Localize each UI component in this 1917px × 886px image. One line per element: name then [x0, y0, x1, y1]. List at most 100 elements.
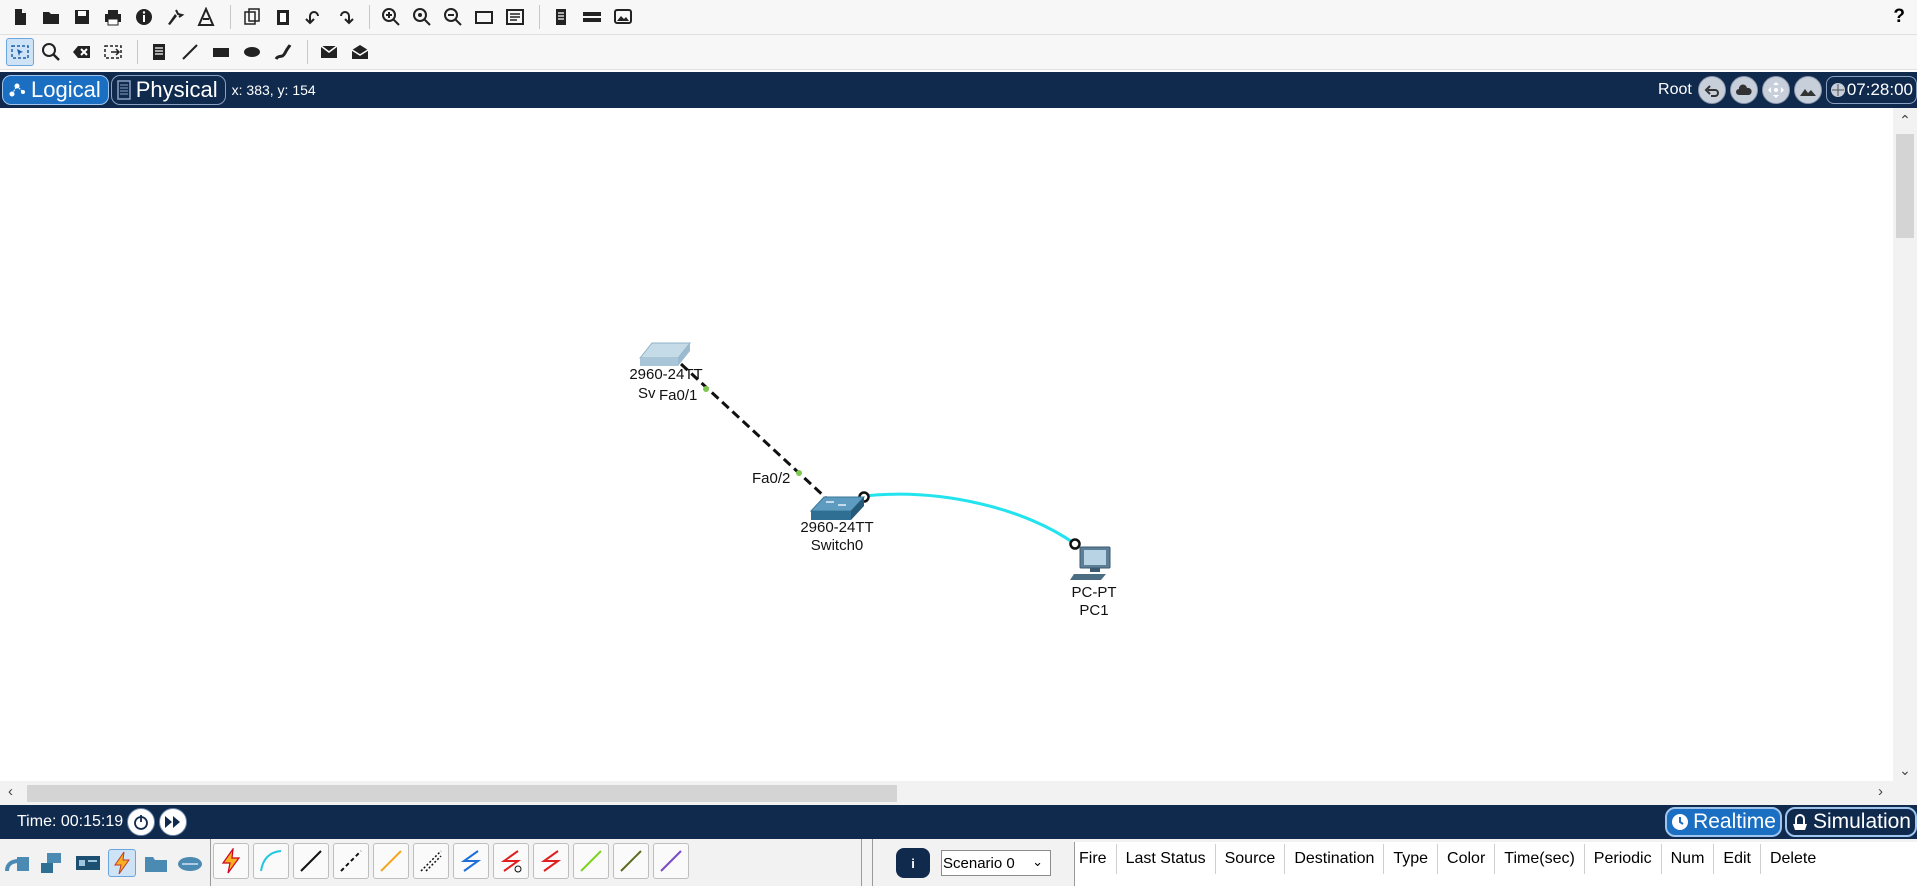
place-note-icon[interactable] — [145, 38, 173, 66]
zoom-reset-icon[interactable] — [408, 3, 436, 31]
scroll-down-icon[interactable]: ⌄ — [1899, 762, 1911, 778]
zoom-out-icon[interactable] — [439, 3, 467, 31]
switch-device-top[interactable] — [638, 342, 692, 366]
switch-device-switch0[interactable] — [809, 496, 866, 520]
realtime-clock-icon — [1672, 814, 1689, 830]
info-icon[interactable] — [130, 3, 158, 31]
network-devices-icon[interactable] — [4, 849, 32, 877]
pdu-col-edit: Edit — [1723, 850, 1751, 867]
select-icon[interactable] — [6, 38, 34, 66]
new-file-icon[interactable] — [6, 3, 34, 31]
paste-icon[interactable] — [269, 3, 297, 31]
port-label: Fa0/1 — [659, 387, 697, 404]
draw-line-icon[interactable] — [176, 38, 204, 66]
octal-cable-icon[interactable] — [573, 843, 609, 879]
scenario-info-button[interactable]: i — [896, 848, 930, 878]
fiber-icon[interactable] — [373, 843, 409, 879]
draw-ellipse-icon[interactable] — [238, 38, 266, 66]
tab-simulation[interactable]: Simulation — [1784, 807, 1917, 837]
cursor-coordinates: x: 383, y: 154 — [231, 82, 316, 98]
save-icon[interactable] — [68, 3, 96, 31]
resize-shape-icon[interactable] — [99, 38, 127, 66]
cluster-icon[interactable] — [578, 3, 606, 31]
move-object-icon[interactable] — [1761, 76, 1790, 104]
device-name-label: PC1 — [1079, 602, 1108, 619]
vertical-scroll-thumb[interactable] — [1896, 134, 1914, 238]
view-command-log-icon[interactable] — [547, 3, 575, 31]
scroll-up-icon[interactable]: ⌃ — [1899, 112, 1911, 128]
toolbar-divider — [230, 5, 231, 29]
physical-view-icon[interactable] — [609, 3, 637, 31]
phone-cable-icon[interactable] — [413, 843, 449, 879]
end-devices-icon[interactable] — [38, 849, 66, 877]
copy-icon[interactable] — [238, 3, 266, 31]
device-model-label: 2960-24TT — [800, 519, 873, 536]
scroll-right-icon[interactable]: › — [1878, 783, 1883, 800]
mode-bar-right: Root 07:28:00 — [1658, 72, 1917, 108]
freeform-icon[interactable] — [269, 38, 297, 66]
iot-cable-icon[interactable] — [613, 843, 649, 879]
fast-forward-time-button[interactable] — [159, 808, 188, 836]
tab-logical-label: Logical — [31, 77, 101, 102]
console-cable-icon[interactable] — [253, 843, 289, 879]
serial-dce-icon[interactable] — [493, 843, 529, 879]
tab-realtime[interactable]: Realtime — [1665, 807, 1782, 837]
workspace-mode-bar: Logical Physical x: 383, y: 154 Root 07:… — [0, 72, 1917, 108]
logical-icon — [9, 83, 25, 97]
add-simple-pdu-icon[interactable] — [315, 38, 343, 66]
custom-devices-icon[interactable] — [501, 3, 529, 31]
back-icon[interactable] — [1697, 76, 1726, 104]
pc-device-pc1[interactable] — [1070, 546, 1111, 580]
draw-rectangle-icon[interactable] — [207, 38, 235, 66]
help-button[interactable]: ? — [1893, 6, 1905, 27]
print-icon[interactable] — [99, 3, 127, 31]
automatic-cable-icon[interactable] — [213, 843, 249, 879]
components-icon[interactable] — [74, 849, 102, 877]
link-copper-straight[interactable] — [863, 492, 1076, 546]
column-divider — [1214, 844, 1216, 874]
tab-physical[interactable]: Physical — [110, 75, 226, 105]
horizontal-scrollbar[interactable]: ‹ › — [0, 781, 1893, 805]
column-divider — [1583, 844, 1585, 874]
clock-time: 07:28:00 — [1846, 80, 1913, 99]
cloud-icon[interactable] — [1729, 76, 1758, 104]
coaxial-icon[interactable] — [453, 843, 489, 879]
copper-cross-icon[interactable] — [333, 843, 369, 879]
activity-wizard-icon[interactable] — [161, 3, 189, 31]
undo-icon[interactable] — [300, 3, 328, 31]
connections-icon[interactable] — [108, 849, 136, 877]
usb-cable-icon[interactable] — [653, 843, 689, 879]
column-divider — [1284, 844, 1286, 874]
clock-display[interactable]: 07:28:00 — [1825, 76, 1917, 104]
logical-workspace[interactable]: 2960-24TT Sv Fa0/1 Fa0/2 2960-24TT Switc… — [0, 108, 1917, 805]
vertical-scrollbar[interactable]: ⌃ ⌄ — [1893, 108, 1917, 781]
redo-icon[interactable] — [331, 3, 359, 31]
physical-icon — [116, 80, 131, 100]
network-info-icon[interactable] — [192, 3, 220, 31]
inspect-icon[interactable] — [37, 38, 65, 66]
background-image-icon[interactable] — [1793, 76, 1822, 104]
link-status-light — [703, 386, 709, 392]
port-label: Fa0/2 — [752, 470, 790, 487]
zoom-in-icon[interactable] — [377, 3, 405, 31]
tab-physical-label: Physical — [135, 77, 218, 102]
power-cycle-devices-button[interactable] — [127, 808, 156, 836]
link-endpoint — [1069, 538, 1081, 550]
delete-icon[interactable] — [68, 38, 96, 66]
miscellaneous-icon[interactable] — [142, 849, 170, 877]
scroll-left-icon[interactable]: ‹ — [8, 783, 13, 800]
open-folder-icon[interactable] — [37, 3, 65, 31]
horizontal-scroll-thumb[interactable] — [27, 785, 897, 802]
topology-canvas[interactable]: 2960-24TT Sv Fa0/1 Fa0/2 2960-24TT Switc… — [0, 108, 1893, 781]
add-complex-pdu-icon[interactable] — [346, 38, 374, 66]
scenario-value: Scenario 0 — [943, 854, 1015, 872]
multiuser-icon[interactable] — [176, 849, 204, 877]
column-divider — [1383, 844, 1385, 874]
column-divider — [1115, 844, 1117, 874]
scenario-select[interactable]: Scenario 0 ⌄ — [941, 850, 1051, 876]
copper-straight-icon[interactable] — [293, 843, 329, 879]
serial-dte-icon[interactable] — [533, 843, 569, 879]
pdu-col-last-status: Last Status — [1125, 850, 1206, 867]
tab-logical[interactable]: Logical — [2, 75, 109, 105]
drawing-palette-icon[interactable] — [470, 3, 498, 31]
